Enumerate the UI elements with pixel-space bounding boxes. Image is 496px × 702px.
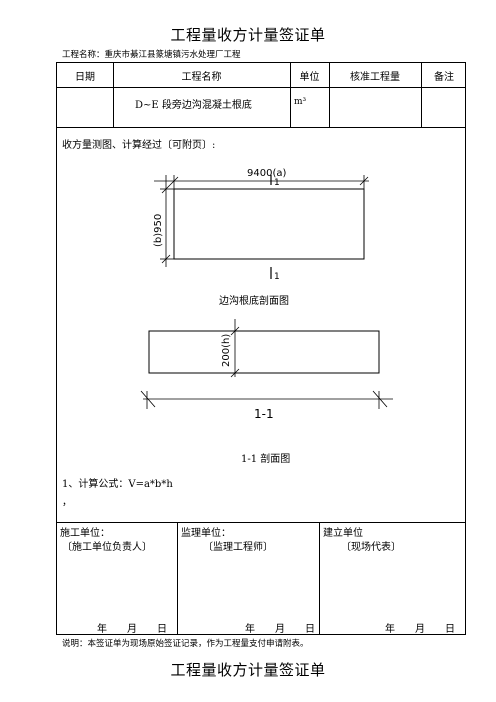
caption-section: 1-1 剖面图 — [241, 454, 291, 465]
header-approved: 核准工程量 — [350, 71, 400, 83]
survey-heading: 收方量测图、计算经过〔可附页〕: — [62, 140, 216, 151]
dim-top-label: 9400(a) — [247, 168, 286, 179]
sig-construction-unit: 施工单位： — [60, 528, 110, 539]
col-divider — [177, 522, 178, 635]
section-label: 1-1 — [254, 407, 274, 421]
header-name: 工程名称 — [181, 71, 222, 83]
row-date — [57, 87, 113, 127]
dim-tick — [140, 390, 156, 408]
sig-supervision-role: 〔监理工程师〕 — [203, 542, 273, 553]
row-name: D~E 段旁边沟混凝土根底 — [135, 100, 252, 111]
sig-supervision-date: 年 月 日 — [245, 624, 315, 635]
sig-supervision-unit: 监理单位： — [181, 528, 231, 539]
header-divider — [57, 87, 465, 88]
sig-owner-date: 年 月 日 — [385, 624, 455, 635]
sig-construction-role: 〔施工单位负责人〕 — [62, 542, 152, 553]
dim-tick — [230, 326, 240, 336]
row-unit: m³ — [294, 97, 307, 107]
sig-owner-unit: 建立单位 — [323, 528, 363, 539]
col-divider — [329, 63, 330, 127]
caption-plan: 边沟根底剖面图 — [219, 296, 289, 307]
header-remark: 备注 — [434, 71, 454, 83]
foundation-section-rect — [148, 330, 380, 374]
dim-tick — [161, 184, 171, 194]
footnote: 说明：本签证单为现场原始签证记录，作为工程量支付申请附表。 — [62, 639, 309, 649]
document-title: 工程量收方计量签证单 — [170, 26, 326, 44]
dim-tick — [359, 176, 369, 186]
formula: 1、计算公式：V=a*b*h — [62, 479, 173, 490]
col-divider — [319, 522, 320, 635]
header-unit: 单位 — [299, 71, 320, 83]
dim-side-label: (b)950 — [153, 214, 164, 247]
sign-off-table: 日期 工程名称 单位 核准工程量 备注 D~E 段旁边沟混凝土根底 m³ 收方量… — [56, 62, 466, 635]
row-divider — [57, 127, 465, 128]
col-divider — [421, 63, 422, 127]
dim-height-label: 200(h) — [221, 334, 232, 367]
dim-tick — [161, 254, 171, 264]
dim-tick — [230, 368, 240, 378]
col-divider — [290, 63, 291, 127]
sig-owner-role: 〔现场代表〕 — [341, 542, 401, 553]
row-approved — [329, 87, 421, 127]
dim-tick — [372, 390, 388, 408]
section-mark-bottom: 1 — [274, 272, 280, 282]
foundation-drawings: 9400(a) (b)950 1 1 200(h) 1-1 — [140, 168, 393, 421]
sig-construction-date: 年 月 日 — [97, 624, 167, 635]
section-mark-top: 1 — [274, 178, 280, 188]
dim-tick — [169, 176, 179, 186]
formula-tail: ， — [62, 497, 72, 508]
survey-divider — [57, 522, 465, 523]
next-page-title: 工程量收方计量签证单 — [170, 661, 326, 679]
header-date: 日期 — [75, 71, 95, 83]
col-divider — [113, 63, 114, 127]
row-remark — [421, 87, 467, 127]
project-name: 工程名称：重庆市綦江县篆塘镇污水处理厂工程 — [62, 50, 241, 60]
foundation-plan-rect — [173, 188, 365, 260]
